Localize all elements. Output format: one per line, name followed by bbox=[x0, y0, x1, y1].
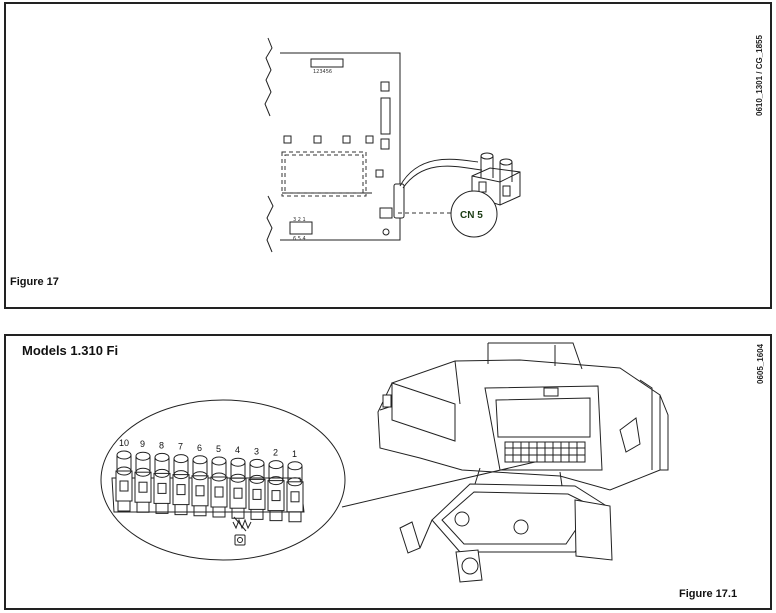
housing-terminal-strip bbox=[504, 441, 586, 463]
terminal-number-label: 6 bbox=[197, 443, 202, 453]
top-connector bbox=[310, 58, 344, 68]
terminal bbox=[248, 458, 266, 520]
models-title: Models 1.310 Fi bbox=[22, 343, 119, 358]
cn5-header bbox=[379, 207, 393, 219]
terminal bbox=[134, 451, 152, 513]
callout-leader-line bbox=[341, 461, 536, 508]
terminal bbox=[191, 455, 209, 517]
lower-connector-pins-top: 3 2 1 bbox=[293, 217, 306, 223]
sensor-symbol bbox=[232, 516, 252, 546]
component bbox=[375, 169, 384, 178]
component bbox=[342, 135, 351, 144]
terminal-number-label: 8 bbox=[159, 440, 164, 450]
boiler-housing-drawing bbox=[341, 342, 669, 583]
component bbox=[313, 135, 322, 144]
component bbox=[365, 135, 374, 144]
control-board-drawing: 123456 3 2 1 6 5 4 bbox=[264, 37, 521, 253]
terminal bbox=[210, 456, 228, 518]
terminal-number-label: 4 bbox=[235, 445, 240, 455]
top-connector-pin-label: 123456 bbox=[313, 69, 332, 75]
cable bbox=[399, 158, 479, 187]
dashed-module-area bbox=[281, 151, 367, 197]
cn5-label: CN 5 bbox=[460, 210, 483, 221]
terminal-number-label: 3 bbox=[254, 446, 259, 456]
terminal-number-label: 1 bbox=[292, 449, 297, 459]
terminal-number-label: 5 bbox=[216, 444, 221, 454]
terminal bbox=[267, 460, 285, 522]
side-connector bbox=[380, 97, 391, 135]
plug bbox=[393, 183, 405, 219]
figure-17-caption: Figure 17 bbox=[10, 276, 59, 288]
ten-way-terminal-block: 10 9 8 7 6 5 4 3 2 1 bbox=[111, 438, 305, 523]
lower-connector bbox=[289, 221, 313, 235]
terminal bbox=[229, 457, 247, 519]
terminal-number-label: 9 bbox=[140, 439, 145, 449]
figure-17-1-caption: Figure 17.1 bbox=[679, 588, 738, 600]
terminal bbox=[153, 452, 171, 514]
terminal-number-label: 10 bbox=[119, 438, 129, 448]
terminal-number-label: 2 bbox=[273, 448, 278, 458]
lower-connector-pins-bottom: 6 5 4 bbox=[293, 236, 306, 242]
terminal bbox=[286, 461, 304, 523]
terminal-block-callout: 10 9 8 7 6 5 4 3 2 1 bbox=[100, 399, 346, 561]
terminal bbox=[172, 454, 190, 516]
terminal-number-label: 7 bbox=[178, 442, 183, 452]
cn5-label-circle bbox=[450, 190, 498, 238]
terminal bbox=[115, 450, 133, 512]
component bbox=[283, 135, 292, 144]
